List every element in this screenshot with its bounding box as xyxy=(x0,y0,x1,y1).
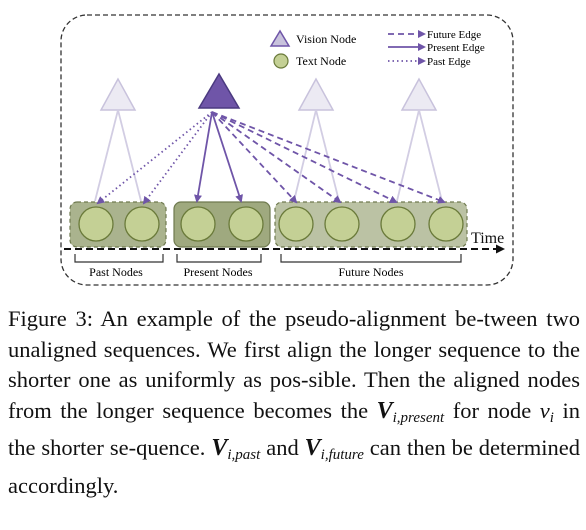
present-edge xyxy=(211,111,243,203)
vision-node-active xyxy=(197,72,241,109)
past-edge xyxy=(96,111,213,205)
present-nodes-label: Present Nodes xyxy=(184,265,253,279)
present-set-subscript: i,present xyxy=(392,409,445,426)
figure-frame xyxy=(60,14,514,286)
text-node xyxy=(324,206,360,242)
present-edge xyxy=(194,111,213,203)
caption-text: for node xyxy=(444,397,540,423)
text-node xyxy=(180,206,216,242)
future-bracket xyxy=(280,254,462,263)
legend-future-edge-label: Future Edge xyxy=(427,29,481,41)
legend-text-node-label: Text Node xyxy=(296,54,346,68)
future-edge xyxy=(211,111,342,204)
present-set-symbol: V xyxy=(376,397,393,424)
caption-text: Figure 3: An example of the pseudo-align… xyxy=(8,306,580,423)
future-edge xyxy=(211,111,398,203)
figure-caption: Figure 3: An example of the pseudo-align… xyxy=(8,304,580,501)
brackets xyxy=(74,254,462,263)
text-nodes xyxy=(78,206,464,242)
future-group xyxy=(274,201,468,248)
vision-node-faded xyxy=(99,77,137,111)
legend: Vision Node Text Node Future Edge Presen… xyxy=(269,29,485,69)
text-node xyxy=(78,206,114,242)
caption-text: and xyxy=(260,435,305,460)
caption-text: in the shorter se-quence. xyxy=(8,397,580,461)
future-edge xyxy=(211,111,298,204)
past-bracket xyxy=(74,254,164,263)
past-nodes-label: Past Nodes xyxy=(89,265,143,279)
faded-vision-nodes xyxy=(94,77,443,202)
caption-text: can then be determined accordingly. xyxy=(8,435,581,498)
edges xyxy=(96,111,446,205)
future-set-symbol: V xyxy=(304,435,321,461)
figure-diagram: Vision Node Text Node Future Edge Presen… xyxy=(60,14,514,286)
time-label: Time xyxy=(471,230,504,247)
vision-node-faded xyxy=(400,77,438,111)
legend-past-edge-label: Past Edge xyxy=(427,56,471,68)
text-node xyxy=(228,206,264,242)
text-node xyxy=(380,206,416,242)
future-set-subscript: i,future xyxy=(320,447,364,463)
legend-text-node-icon xyxy=(273,53,289,69)
present-bracket xyxy=(176,254,262,263)
vision-node-faded xyxy=(297,77,335,111)
legend-present-edge-label: Present Edge xyxy=(427,42,485,54)
past-set-subscript: i,past xyxy=(227,447,261,463)
legend-vision-node-icon xyxy=(269,29,291,47)
past-edge xyxy=(142,111,213,205)
text-node xyxy=(124,206,160,242)
past-set-symbol: V xyxy=(211,435,228,461)
future-edge xyxy=(211,111,446,204)
legend-vision-node-label: Vision Node xyxy=(296,32,356,46)
node-variable: v xyxy=(539,397,550,423)
text-node xyxy=(428,206,464,242)
future-nodes-label: Future Nodes xyxy=(339,265,404,279)
text-node xyxy=(278,206,314,242)
node-variable-subscript: i xyxy=(549,409,554,426)
